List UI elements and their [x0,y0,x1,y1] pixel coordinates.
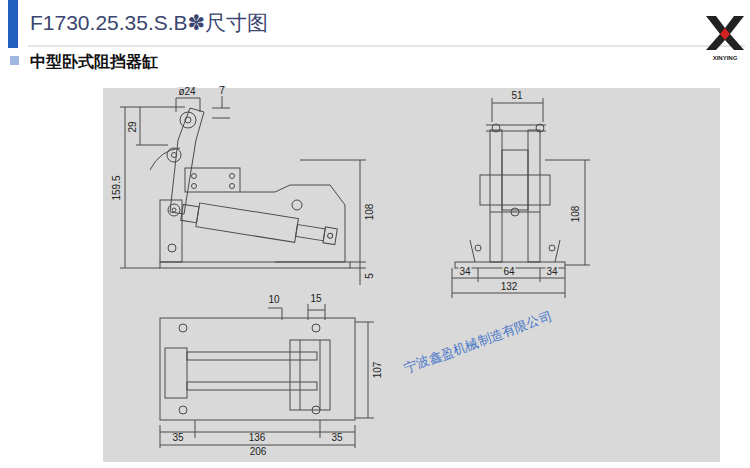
dimension-label: 35 [330,433,343,443]
top-view [160,304,374,448]
logo-text: XINYING [713,55,738,61]
side-view [120,96,366,285]
photo-ground [103,88,720,462]
dimension-label: 7 [218,86,226,96]
dimension-label: 107 [373,361,383,380]
dimension-label: 15 [309,294,322,304]
dimension-label: 51 [510,91,523,101]
dimension-label: 206 [249,447,268,457]
dimension-label: 159.5 [112,174,122,201]
dimension-label: 5 [365,272,375,280]
front-view [452,98,590,298]
rule [28,46,745,47]
dimension-label: 35 [171,433,184,443]
dimension-label: 132 [500,282,519,292]
dimension-label: 108 [571,205,581,224]
dimension-label: 34 [545,267,558,277]
subtitle: 中型卧式阻挡器缸 [30,54,158,70]
bullet [10,56,19,65]
dimension-label: 29 [128,120,138,133]
dimension-label: 64 [502,267,515,277]
dimension-label: 136 [248,433,267,443]
dimension-label: 108 [365,203,375,222]
title-bar [8,0,18,48]
page-title: F1730.25.35.S.B✽尺寸图 [30,12,268,33]
logo [706,16,744,50]
dimension-label: 34 [458,267,471,277]
dimension-label: ø24 [177,87,196,97]
dimension-label: 10 [267,295,280,305]
